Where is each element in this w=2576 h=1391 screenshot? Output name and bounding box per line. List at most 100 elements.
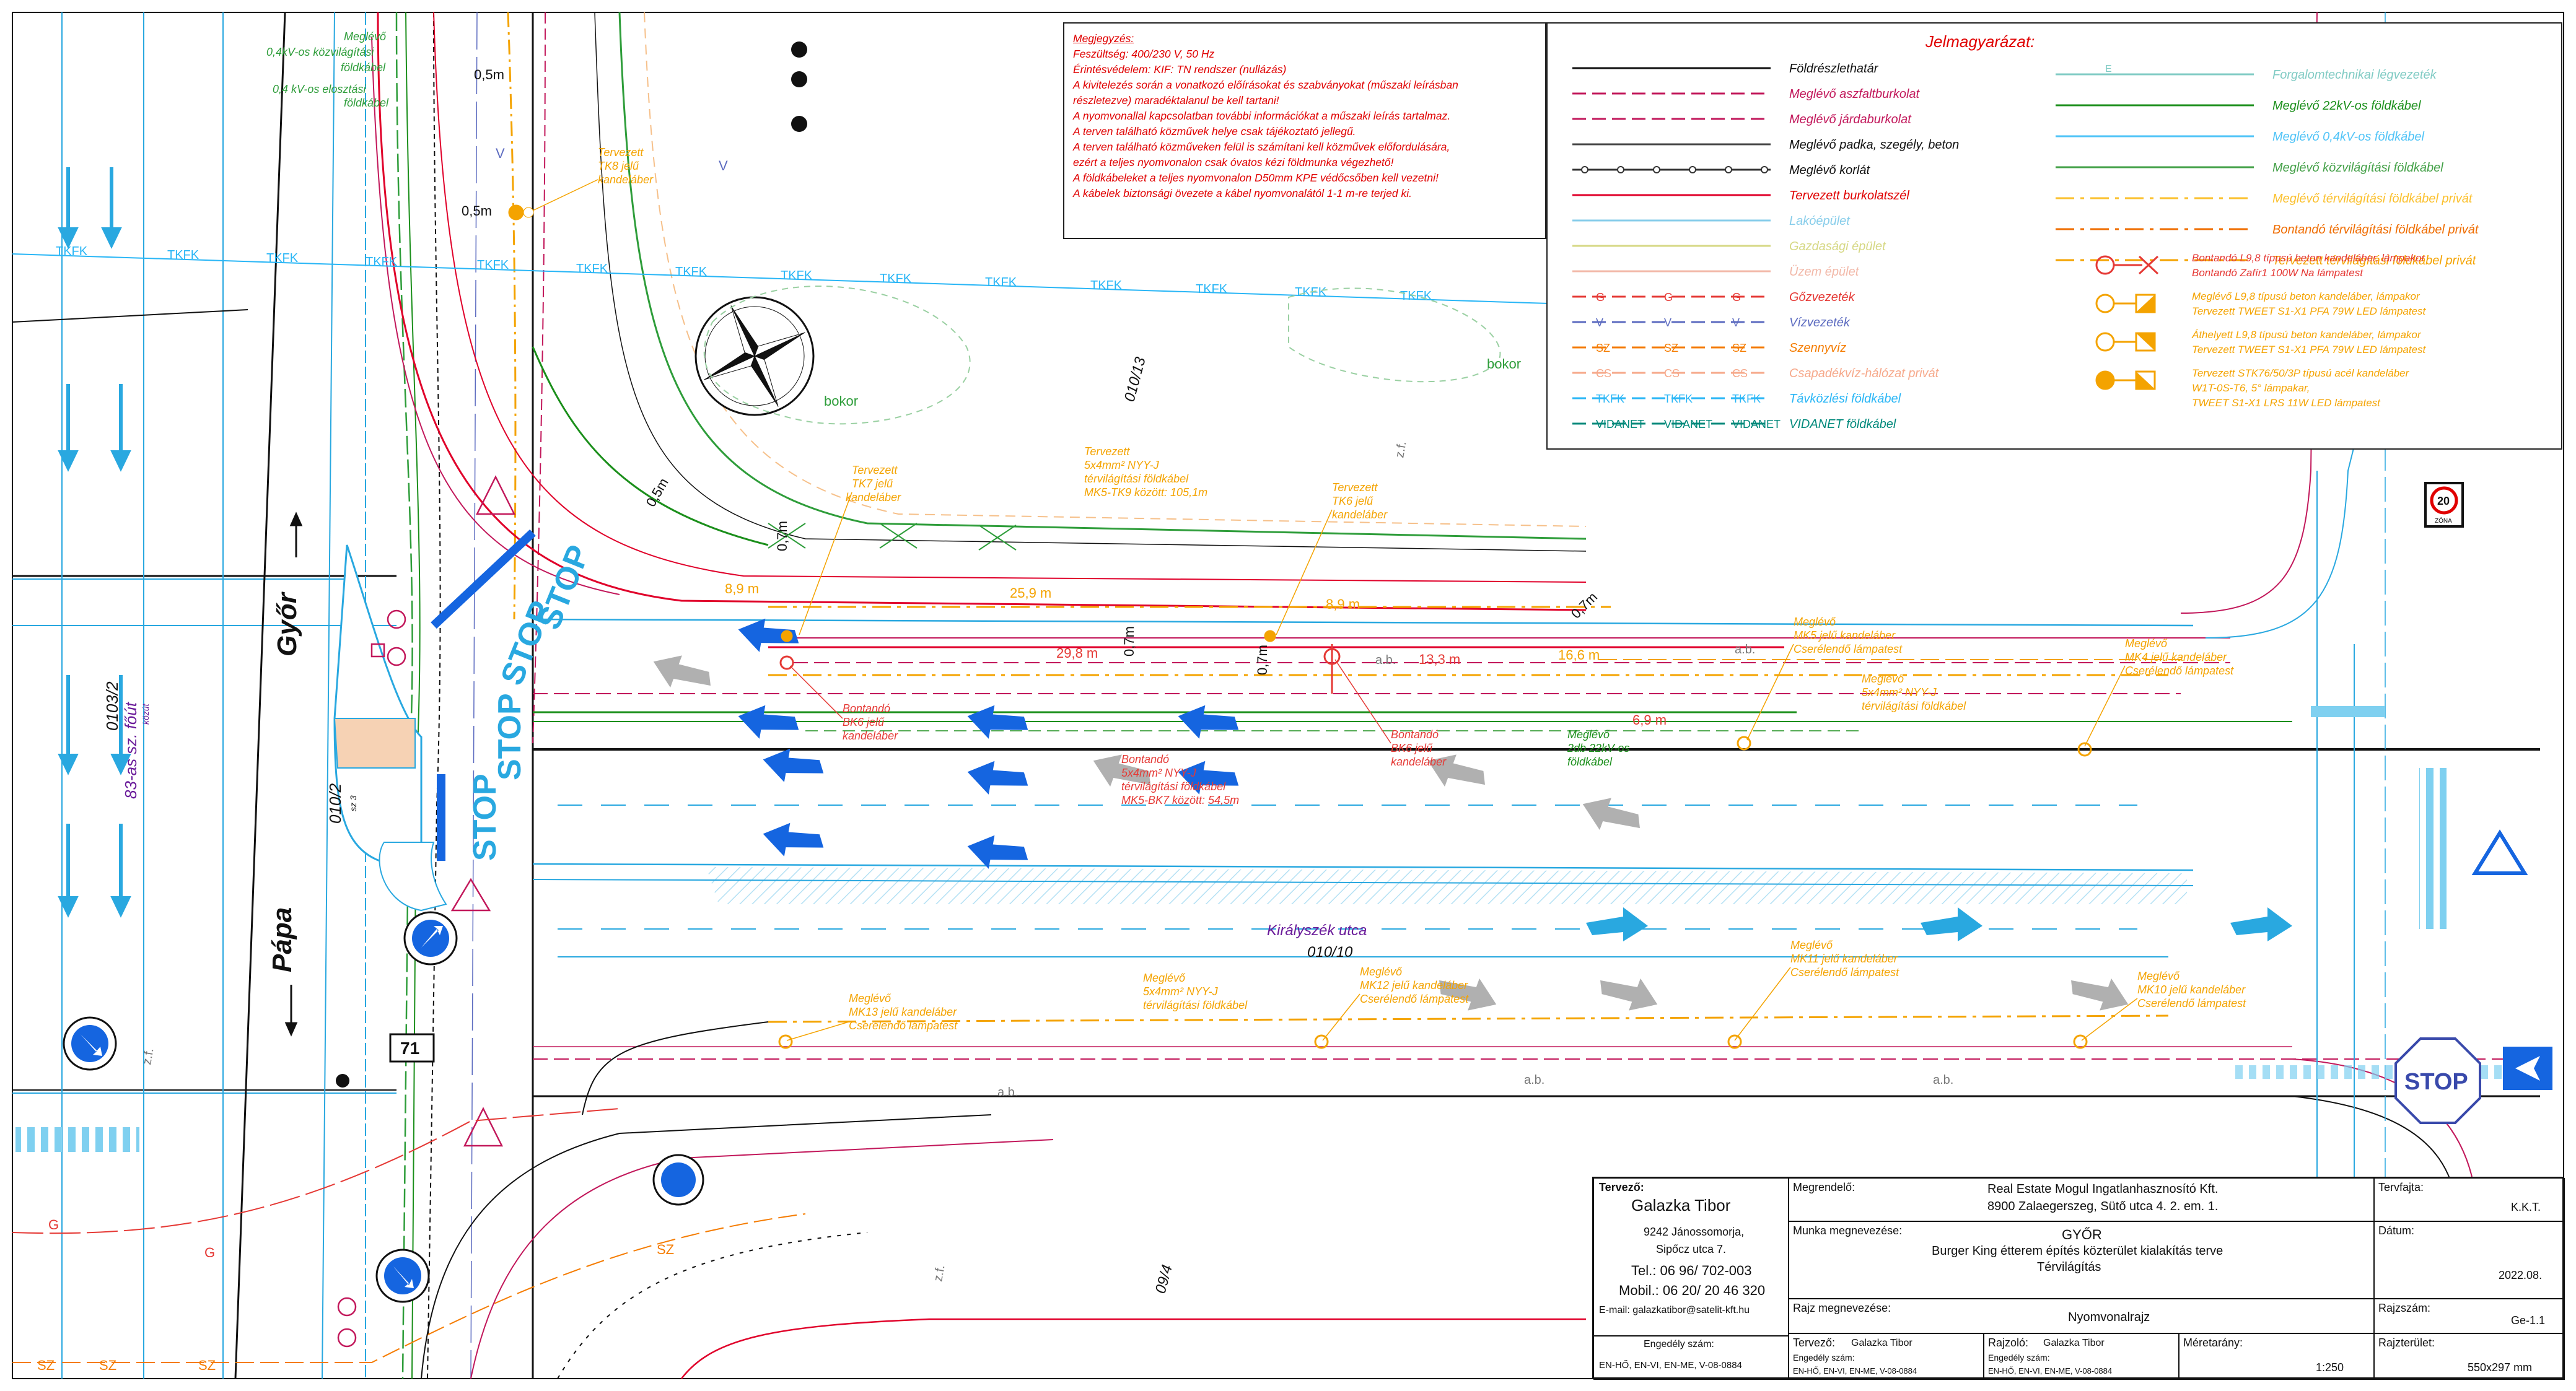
- svg-text:kandeláber: kandeláber: [598, 173, 654, 186]
- svg-text:térvilágítási földkábel: térvilágítási földkábel: [1143, 999, 1248, 1011]
- legend-mark: CS: [1732, 367, 1748, 380]
- legend-row: Tervezett burkolatszél: [1572, 189, 1909, 203]
- callout-mk13: Meglévő MK13 jelű kandeláber Cserélendő …: [849, 992, 958, 1032]
- legend-mark: VIDANET: [1732, 418, 1781, 430]
- tkfk-label: TKFK: [675, 265, 708, 279]
- dim-0-7m: 0,7m: [1255, 645, 1270, 675]
- note-line: A földkábeleket a teljes nyomvonalon D50…: [1073, 172, 1439, 184]
- svg-text:0,4kV-os közvilágítási: 0,4kV-os közvilágítási: [266, 46, 374, 58]
- lamp-symbols: [508, 204, 2092, 1049]
- svg-text:Meglévő: Meglévő: [1862, 673, 1904, 685]
- legend-mark: V: [1596, 316, 1603, 329]
- steam-mark: G: [204, 1245, 215, 1260]
- note-line: Feszültség: 400/230 V, 50 Hz: [1073, 48, 1215, 60]
- designer2-name: Galazka Tibor: [1851, 1338, 1912, 1348]
- stop-lines: STOP STOP STOP STOP: [431, 529, 597, 861]
- note-line: ezért a teljes nyomvonalon csak óvatos k…: [1073, 156, 1394, 168]
- plan-type-value: K.K.T.: [2511, 1201, 2541, 1213]
- lower-left-utilities: [12, 1021, 1586, 1379]
- cable-length-dims: 8,9 m 25,9 m 8,9 m 29,8 m 13,3 m 16,6 m …: [725, 581, 1667, 728]
- legend-lamp-label: Áthelyett L9,8 típusú beton kandeláber, …: [2191, 329, 2422, 341]
- legend-mark: SZ: [1664, 342, 1678, 354]
- drawing-frame: [12, 12, 2564, 1379]
- tkfk-label: TKFK: [1090, 279, 1123, 292]
- legend-row: Tervezett térvilágítási földkábel privát: [2056, 254, 2477, 268]
- zone-speed: 20: [2437, 495, 2450, 507]
- job-header: Munka megnevezése:: [1793, 1224, 1903, 1237]
- direction-papa: Pápa: [267, 907, 297, 972]
- drafter-name: Galazka Tibor: [2043, 1338, 2105, 1348]
- note-line: A kábelek biztonsági övezete a kábel nyo…: [1073, 187, 1413, 199]
- legend-row: Meglévő korlát: [1572, 164, 1871, 177]
- designer-cell: Tervező: Galazka Tibor 9242 Jánossomorja…: [1593, 1178, 1789, 1336]
- parcel-010-10: 010/10: [1307, 944, 1353, 961]
- callout-removed-cable: Bontandó 5x4mm² NYY-J térvilágítási föld…: [1121, 753, 1239, 806]
- tkfk-label: TKFK: [56, 245, 88, 258]
- stop-marking: STOP: [492, 693, 528, 780]
- job-cell: Munka megnevezése: GYŐR Burger King étte…: [1789, 1221, 2374, 1299]
- svg-text:TK7 jelű: TK7 jelű: [852, 477, 893, 490]
- svg-text:2db 22kV-os: 2db 22kV-os: [1567, 742, 1629, 754]
- dim-0-5m: 0,5m: [474, 67, 504, 82]
- direction-gyor: Győr: [272, 591, 302, 656]
- dimension-group: 0,5m 0,5m 0,5m 0,7m 0,7m 0,7m 0,7m: [462, 67, 1600, 675]
- dim-25-9m: 25,9 m: [1010, 585, 1051, 601]
- svg-text:Tervezett: Tervezett: [852, 464, 898, 476]
- client-cell: Megrendelő: Real Estate Mogul Ingatlanha…: [1789, 1178, 2374, 1221]
- svg-text:térvilágítási földkábel: térvilágítási földkábel: [1862, 700, 1966, 712]
- license-number: EN-HŐ, EN-VI, EN-ME, V-08-0884: [1599, 1360, 1742, 1371]
- drawing-name: Nyomvonalrajz: [2068, 1310, 2150, 1324]
- sewer-mark: SZ: [99, 1358, 116, 1373]
- date-header: Dátum:: [2378, 1224, 2415, 1237]
- legend-label: Meglévő aszfaltburkolat: [1789, 87, 1921, 101]
- tkfk-label: TKFK: [366, 255, 398, 269]
- legend-label: Meglévő 22kV-os földkábel: [2272, 99, 2421, 113]
- svg-text:Tervezett: Tervezett: [598, 146, 644, 159]
- client-address: 8900 Zalaegerszeg, Sütő utca 4. 2. em. 1…: [1987, 1200, 2219, 1213]
- dim-29-8m: 29,8 m: [1056, 645, 1098, 661]
- drafter-license: EN-HŐ, EN-VI, EN-ME, V-08-0884: [1988, 1366, 2113, 1376]
- legend-mark: VIDANET: [1664, 418, 1712, 430]
- job-title: Burger King étterem építés közterület ki…: [1932, 1244, 2223, 1258]
- tkfk-label: TKFK: [1400, 289, 1432, 303]
- callout-mk5: Meglévő MK5 jelű kandeláber Cserélendő l…: [1794, 616, 1903, 655]
- callout-22kv: Meglévő 2db 22kV-os földkábel: [1567, 728, 1629, 768]
- svg-text:TK8 jelű: TK8 jelű: [598, 160, 639, 172]
- svg-text:Meglévő: Meglévő: [1794, 616, 1836, 628]
- legend-label: Tervezett térvilágítási földkábel privát: [2272, 254, 2477, 268]
- designer-address-2: Sipőcz utca 7.: [1656, 1243, 1727, 1255]
- callout-existing-04kv: Meglévő 0,4kV-os közvilágítási földkábel…: [266, 30, 389, 109]
- parcel-09-4: 09/4: [1152, 1263, 1176, 1295]
- tkfk-label: TKFK: [576, 262, 608, 276]
- note-line: A terven található közműveken felül is s…: [1073, 141, 1450, 153]
- svg-text:kandeláber: kandeláber: [843, 730, 898, 742]
- legend-row: Meglévő aszfaltburkolat: [1572, 87, 1921, 101]
- legend-lamp-row: Bontandó L9,8 típusú beton kandeláber, l…: [2095, 252, 2426, 279]
- legend-mark: V: [1664, 316, 1671, 329]
- tkfk-label: TKFK: [167, 248, 199, 262]
- svg-text:5x4mm² NYY-J: 5x4mm² NYY-J: [1121, 767, 1197, 779]
- svg-text:5x4mm² NYY-J: 5x4mm² NYY-J: [1862, 686, 1937, 699]
- legend-label: Meglévő járdaburkolat: [1789, 113, 1912, 126]
- legend-lamp-row: Meglévő L9,8 típusú beton kandeláber, lá…: [2095, 290, 2427, 317]
- svg-text:MK5-BK7 között: 54,5m: MK5-BK7 között: 54,5m: [1121, 794, 1239, 806]
- steam-mark: G: [48, 1217, 59, 1232]
- legend-lamp-label: TWEET S1-X1 LRS 11W LED lámpatest: [2192, 397, 2381, 409]
- drawing-area-value: 550x297 mm: [2468, 1361, 2533, 1374]
- svg-text:0,4 kV-os elosztási: 0,4 kV-os elosztási: [273, 83, 366, 95]
- license-header: Engedély szám:: [1644, 1339, 1714, 1350]
- island-signs: [337, 475, 516, 1348]
- bushes: [703, 286, 1501, 425]
- svg-text:Cserélendő lámpatest: Cserélendő lámpatest: [849, 1019, 958, 1032]
- legend-label: Bontandó térvilágítási földkábel privát: [2272, 223, 2479, 237]
- note-line: A kivitelezés során a vonatkozó előíráso…: [1073, 79, 1458, 91]
- legend-title: Jelmagyarázat:: [1925, 32, 2035, 51]
- road-83-label: 83-as sz. főút: [121, 701, 140, 799]
- legend-label: Meglévő padka, szegély, beton: [1789, 138, 1959, 152]
- svg-text:TK6 jelű: TK6 jelű: [1332, 495, 1373, 507]
- svg-text:MK10 jelű kandeláber: MK10 jelű kandeláber: [2137, 983, 2246, 996]
- tkfk-label: TKFK: [266, 251, 299, 265]
- callout-mk4: Meglévő MK4 jelű kandeláber Cserélendő l…: [2125, 637, 2234, 677]
- job-subject: Térvilágítás: [2037, 1260, 2101, 1274]
